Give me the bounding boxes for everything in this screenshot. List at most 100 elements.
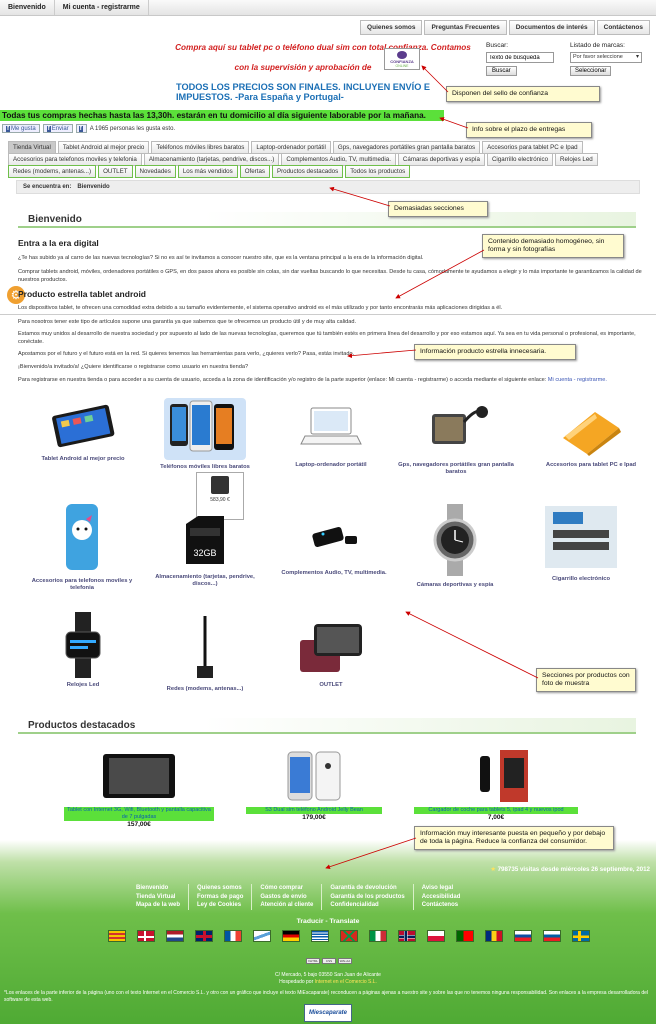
brands-select[interactable]: Por favor seleccione (570, 52, 642, 63)
breadcrumb: Se encuentra en:Bienvenido (16, 180, 640, 194)
star-icon: ★ (490, 866, 498, 873)
nav-todos[interactable]: Todos los productos (345, 165, 411, 178)
flag-english-icon[interactable] (195, 930, 213, 942)
category-laptop[interactable]: Laptop-ordenador portátil (276, 398, 386, 469)
category-tablet[interactable]: Tablet Android al mejor precio (28, 398, 138, 463)
product-popup[interactable]: 583,90 € (196, 472, 244, 520)
legal-notice: *Los enlaces de la parte inferior de la … (4, 990, 649, 1003)
hosting-link[interactable]: Internet en el Comercio S.L. (314, 979, 377, 985)
nav-mas-vendidos[interactable]: Los más vendidos (177, 165, 238, 178)
callout-products: Secciones por productos con foto de mues… (536, 668, 636, 692)
category-sports-cameras[interactable]: Cámaras deportivas y espía (400, 502, 510, 589)
address: C/ Mercado, 5 bajo 03550 San Juan de Ali… (275, 972, 381, 985)
category-nav-row-2: Accesorios para telefonos moviles y tele… (8, 153, 648, 166)
nav-destacados[interactable]: Productos destacados (271, 165, 344, 178)
flag-portuguese-icon[interactable] (456, 930, 474, 942)
miescaparate-logo[interactable]: Miescaparate (304, 1004, 352, 1022)
flag-polish-icon[interactable] (427, 930, 445, 942)
flag-catalan-icon[interactable] (108, 930, 126, 942)
contact-link[interactable]: Contáctenos (596, 20, 650, 35)
category-phone-accessories[interactable]: Accesorios para telefonos moviles y tele… (28, 502, 136, 592)
featured-product-tablet[interactable]: Tablet con Internet 3G, Wifi, Bluetooth … (64, 748, 214, 828)
language-flags (108, 930, 590, 942)
css-badge[interactable]: CSS (322, 958, 336, 964)
flag-greek-icon[interactable] (311, 930, 329, 942)
validation-badges: XHTML CSS WAI-AA (306, 958, 352, 964)
led-watch-image (58, 612, 108, 678)
facebook-icon: f (46, 126, 51, 132)
category-e-cigarette[interactable]: Cigarrillo electrónico (526, 502, 636, 583)
callout-star: Información producto estrella innecesari… (414, 344, 576, 360)
flag-german-icon[interactable] (282, 930, 300, 942)
faq-link[interactable]: Preguntas Frecuentes (424, 20, 507, 35)
nav-relojes[interactable]: Relojes Led (555, 153, 598, 166)
documents-link[interactable]: Documentos de interés (508, 20, 595, 35)
breadcrumb-current[interactable]: Bienvenido (77, 184, 110, 190)
section-title-welcome: Bienvenido (18, 212, 636, 228)
promo-text: Compra aquí su tablet pc o teléfono dual… (175, 43, 471, 72)
translate-label: Traducir - Translate (296, 918, 360, 925)
flag-romanian-icon[interactable] (485, 930, 503, 942)
heading-digital-era: Entra a la era digital (18, 238, 99, 248)
gps-image (416, 398, 496, 458)
brands-box: Listado de marcas: Por favor seleccione … (570, 42, 642, 76)
svg-text:32GB: 32GB (193, 548, 216, 558)
category-outlet[interactable]: OUTLET (276, 618, 386, 689)
flag-italian-icon[interactable] (369, 930, 387, 942)
flag-slovak-icon[interactable] (514, 930, 532, 942)
welcome-link[interactable]: Bienvenido (0, 0, 55, 15)
tablet-image (44, 398, 122, 452)
phone-thumbnail-icon (211, 476, 229, 494)
nav-ofertas[interactable]: Ofertas (239, 165, 270, 178)
nav-outlet[interactable]: OUTLET (98, 165, 133, 178)
flag-french-icon[interactable] (224, 930, 242, 942)
callout-seal: Disponen del sello de confianza (446, 86, 600, 102)
flag-danish-icon[interactable] (137, 930, 155, 942)
section-title-featured: Productos destacados (18, 718, 636, 734)
callout-sections: Demasiadas secciones (388, 201, 488, 217)
flag-norwegian-icon[interactable] (398, 930, 416, 942)
search-box: Buscar: Buscar (486, 42, 554, 76)
flag-slovenian-icon[interactable] (543, 930, 561, 942)
watch-camera-image (417, 502, 493, 578)
phones-image (164, 398, 246, 460)
flag-galician-icon[interactable] (253, 930, 271, 942)
flag-dutch-icon[interactable] (166, 930, 184, 942)
category-tablet-accessories[interactable]: Accesorios para tablet PC e Ipad (532, 398, 650, 469)
wai-badge[interactable]: WAI-AA (338, 958, 352, 964)
featured-s3-image (274, 748, 354, 804)
flag-basque-icon[interactable] (340, 930, 358, 942)
featured-product-s3[interactable]: S3 Dual sim teléfono Android Jelly Bean … (246, 748, 382, 821)
settings-gear-icon[interactable]: ⚙ (7, 286, 25, 304)
category-gps[interactable]: Gps, navegadores portátiles gran pantall… (394, 398, 518, 476)
about-link[interactable]: Quienes somos (360, 20, 423, 35)
brands-select-button[interactable]: Seleccionar (570, 66, 612, 76)
category-audio-tv[interactable]: Complementos Audio, TV, multimedia. (276, 506, 392, 577)
prices-notice: TODOS LOS PRECIOS SON FINALES. INCLUYEN … (176, 82, 431, 102)
nav-redes[interactable]: Redes (modems, antenas...) (8, 165, 97, 178)
laptop-image (291, 398, 371, 458)
flag-swedish-icon[interactable] (572, 930, 590, 942)
trust-seal[interactable]: CONFIANZA ONLINE (384, 48, 420, 70)
nav-camaras[interactable]: Cámaras deportivas y espía (397, 153, 485, 166)
category-phones[interactable]: Teléfonos móviles libres baratos (150, 398, 260, 471)
heading-star-product: Producto estrella tablet android (18, 289, 146, 299)
category-storage[interactable]: 32GB Almacenamiento (tarjetas, pendrive,… (150, 510, 260, 588)
outlet-phone-image (292, 618, 370, 678)
featured-product-charger[interactable]: Cargador de coche para tablets 5, ipad 4… (414, 748, 578, 821)
nav-cigarrillo[interactable]: Cigarrillo electrónico (486, 153, 554, 166)
account-register-link[interactable]: Mi cuenta - registrarme. (547, 377, 607, 383)
account-link[interactable]: Mi cuenta - registrarme (55, 0, 149, 15)
antenna-image (185, 612, 225, 682)
search-button[interactable]: Buscar (486, 66, 517, 76)
featured-tablet-image (99, 748, 179, 804)
nav-novedades[interactable]: Novedades (134, 165, 176, 178)
xhtml-badge[interactable]: XHTML (306, 958, 320, 964)
category-networks[interactable]: Redes (modems, antenas...) (150, 612, 260, 693)
category-led-watches[interactable]: Relojes Led (28, 612, 138, 689)
search-input[interactable] (486, 52, 554, 63)
